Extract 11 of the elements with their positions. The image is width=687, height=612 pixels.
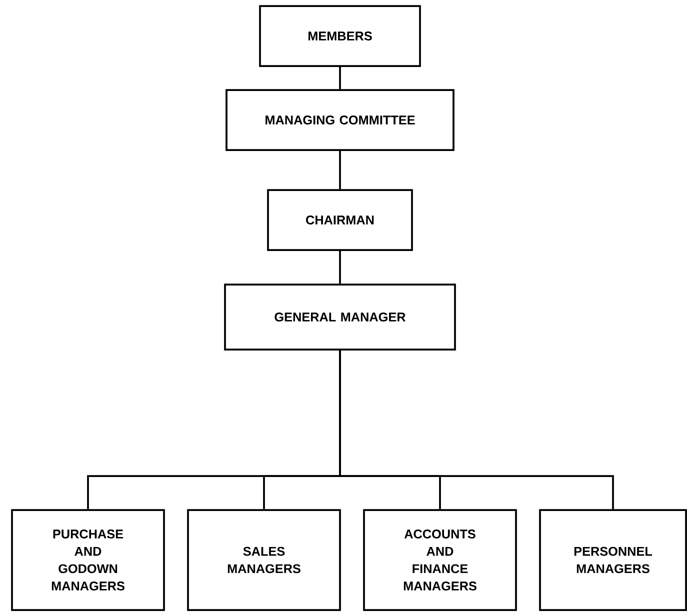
org-box: MANAGING COMMITTEE [226, 89, 454, 151]
org-box: GENERAL MANAGER [224, 284, 456, 350]
org-box: SALES MANAGERS [187, 509, 341, 611]
org-box: PERSONNEL MANAGERS [539, 509, 687, 611]
connector-line [339, 66, 341, 90]
org-box: ACCOUNTS AND FINANCE MANAGERS [363, 509, 517, 611]
org-box: PURCHASE AND GODOWN MANAGERS [11, 509, 165, 611]
org-box: CHAIRMAN [267, 189, 413, 251]
connector-line [339, 150, 341, 190]
connector-line [339, 250, 341, 284]
org-box: MEMBERS [259, 5, 421, 67]
